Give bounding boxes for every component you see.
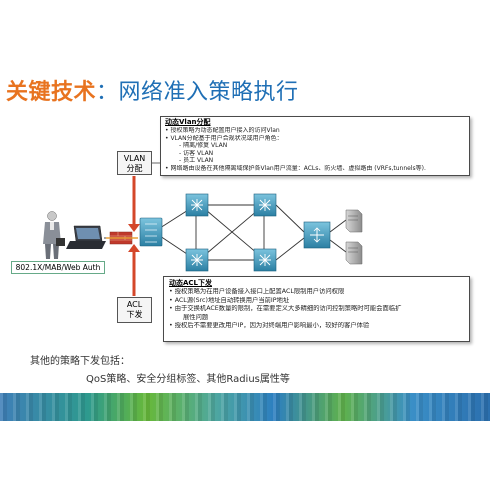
auth-method-label: 802.1X/MAB/Web Auth (11, 261, 105, 274)
acl-callout-line: 展性问题 (183, 313, 209, 321)
vlan-callout: 动态Vlan分配 授权策略为动态配置用户接入的访问Vlan VLAN分配基于用户… (160, 116, 470, 176)
decorative-banner (0, 393, 490, 421)
acl-callout-line: 授权后不需要更改用户IP，因为对终端用户影响最小，较好的客户体验 (169, 322, 464, 331)
page-title: 关键技术：网络准入策略执行 (6, 80, 299, 106)
vlan-callout-line: - 员工 VLAN (179, 157, 214, 165)
link-router-server1 (329, 219, 347, 233)
server-icon-2 (345, 241, 363, 265)
vlan-callout-line: 授权策略为动态配置用户接入的访问Vlan (165, 127, 465, 135)
footer-line-2: QoS策略、安全分组标签、其他Radius属性等 (86, 374, 290, 385)
acl-callout: 动态ACL下发 授权策略为在用户设备接入接口上配置ACL限制用户访问权限 ACL… (163, 276, 470, 342)
title-main: ：网络准入策略执行 (96, 80, 299, 105)
acl-arrow (128, 244, 140, 296)
vlan-callout-head: 动态Vlan分配 (165, 118, 211, 126)
vlan-label: VLAN 分配 (117, 151, 152, 175)
vlan-callout-line: - 隔离/修复 VLAN (179, 142, 228, 150)
router-icon (303, 221, 331, 249)
vlan-label-line: 分配 (126, 164, 143, 173)
footer-line-1: 其他的策略下发包括： (30, 356, 130, 367)
link-dist1-router (275, 204, 305, 233)
acl-callout-line: ACL源(Src)地址自动转换用户当前IP地址 (169, 297, 464, 306)
link-core2-dist1 (205, 209, 259, 255)
acl-callout-head: 动态ACL下发 (169, 279, 213, 287)
vlan-callout-line: VLAN分配基于用户合规状况或用户角色： (165, 135, 465, 143)
core-switch-2-icon (185, 248, 209, 272)
laptop-icon (66, 225, 106, 249)
vlan-arrow (128, 176, 140, 232)
acl-callout-line: 由于交换机ACE数量的限制，在需要定义大多精细的访问控制策略时可能会面临扩 (169, 305, 464, 314)
acl-label-line: 下发 (126, 310, 143, 319)
network-links (104, 162, 347, 261)
acl-label: ACL 下发 (117, 297, 152, 323)
user-icon (43, 211, 65, 259)
dist-switch-1-icon (253, 193, 277, 217)
server-icon (345, 209, 363, 233)
vlan-callout-line: 网络路由设备在其他隔离域保护各Vlan用户流量：ACLs、防火墙、虚拟路由 (V… (165, 165, 465, 173)
acl-label-line: ACL (126, 300, 143, 309)
acl-callout-line: 授权策略为在用户设备接入接口上配置ACL限制用户访问权限 (169, 288, 464, 297)
vlan-label-line: VLAN (123, 154, 146, 163)
access-switch-icon (139, 217, 163, 247)
link-dist2-router (275, 237, 305, 261)
vlan-callout-line: - 访客 VLAN (179, 149, 214, 157)
title-highlight: 关键技术 (6, 80, 97, 105)
banner-texture (0, 393, 490, 421)
link-router-server2 (329, 239, 347, 253)
dist-switch-2-icon (253, 248, 277, 272)
core-switch-1-icon (185, 193, 209, 217)
